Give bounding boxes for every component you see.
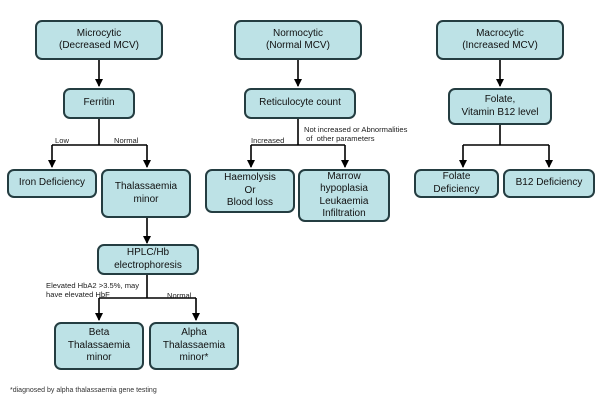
edge-label-line: Not increased or Abnormalities (304, 125, 408, 134)
edge-label-line: Normal (114, 136, 139, 145)
node-text-line: (Normal MCV) (266, 40, 330, 51)
footnote: *diagnosed by alpha thalassaemia gene te… (10, 387, 157, 394)
node-text-line: Ferritin (83, 97, 115, 109)
edge-label-line: Normal (167, 291, 192, 300)
edge-label-low: Low (55, 136, 69, 145)
node-text-line: Infiltration (322, 208, 366, 219)
node-normocytic: Normocytic(Normal MCV) (234, 20, 362, 60)
node-folate-b12-level: Folate,Vitamin B12 level (448, 88, 552, 125)
node-text-line: Normocytic (272, 27, 323, 39)
node-reticulocyte-count: Reticulocyte count (244, 88, 356, 119)
node-text-line: Thalassaemia (114, 181, 178, 192)
node-text-line: Marrow (327, 170, 361, 182)
node-text-line: Macrocytic (476, 27, 524, 39)
edge-label-line: Low (55, 136, 69, 145)
node-text-line: Haemolysis (224, 172, 276, 184)
node-text-line: Folate, (484, 94, 516, 105)
node-b12-deficiency: B12 Deficiency (503, 169, 595, 198)
node-text-line: Thalassaemia (67, 339, 131, 351)
edge-label-increased: Increased (251, 136, 284, 145)
node-text-line: minor* (179, 352, 209, 364)
node-iron-deficiency: Iron Deficiency (7, 169, 97, 198)
node-text-line: Reticulocyte count (259, 97, 341, 109)
node-text-line: (Increased MCV) (462, 40, 538, 51)
node-text-line: Microcytic (76, 27, 122, 39)
edge-label-not-increased: Not increased or Abnormalities of other … (304, 125, 407, 143)
edge-label-line: of other parameters (304, 134, 375, 143)
node-text-line: Vitamin B12 level (461, 106, 539, 118)
edge-label-line: Elevated HbA2 >3.5%, may (46, 281, 140, 290)
edge-label-line: Increased (251, 136, 285, 145)
node-text-line: electrophoresis (114, 259, 182, 271)
node-text-line: Folate (442, 171, 471, 182)
node-text-line: Beta (88, 327, 110, 339)
node-text-line: Alpha (181, 327, 207, 339)
node-text-line: B12 Deficiency (515, 177, 583, 189)
node-text-line: Thalassaemia (162, 339, 226, 351)
node-microcytic: Microcytic(Decreased MCV) (35, 20, 163, 60)
node-ferritin: Ferritin (63, 88, 135, 119)
node-text-line: minor (133, 193, 159, 205)
node-text-line: hypoplasia (320, 183, 368, 194)
node-text-line: Leukaemia (319, 195, 369, 207)
edge-label-normal-hplc: Normal (167, 291, 191, 300)
node-text-line: Blood loss (226, 197, 274, 209)
edge-label-line: have elevated HbF (46, 290, 110, 299)
node-text-line: Deficiency (433, 183, 480, 195)
node-text-line: Or (244, 184, 256, 196)
node-text-line: (Decreased MCV) (58, 40, 140, 51)
node-text-line: minor (86, 352, 112, 364)
node-text-line: Iron Deficiency (18, 177, 86, 189)
node-text-line: HPLC/Hb (126, 247, 170, 258)
node-macrocytic: Macrocytic(Increased MCV) (436, 20, 564, 60)
edge-label-normal-ferritin: Normal (114, 136, 138, 145)
